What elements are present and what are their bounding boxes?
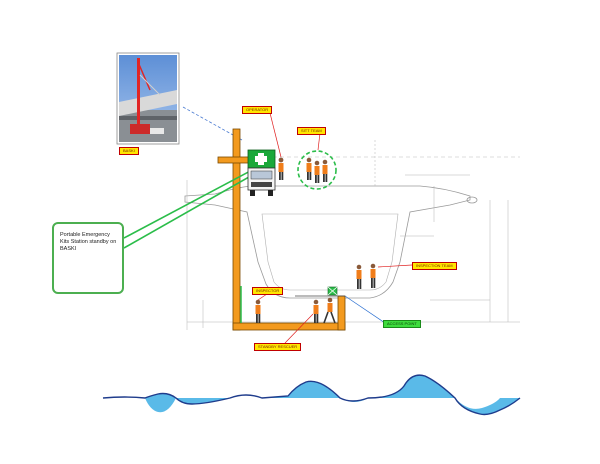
access-point-leader	[344, 295, 386, 324]
sitt-team-circle	[297, 150, 337, 190]
photo-caption-label: BASKI	[119, 147, 139, 155]
worker-inspection-2	[370, 263, 376, 288]
operator-label: OPERATOR	[242, 106, 273, 114]
baski-truck	[247, 149, 276, 196]
worker-sitt-2	[314, 160, 320, 183]
worker-inspection-1	[356, 264, 362, 289]
worker-rope-tech	[323, 297, 336, 324]
worker-sitt-3	[322, 159, 328, 182]
access-point-label: ACCESS POINT	[383, 320, 421, 328]
inspector-label: INSPECTOR	[252, 287, 284, 295]
emergency-kit-text: Portable Emergency Kits Station standby …	[60, 232, 117, 252]
river-profile	[102, 374, 521, 416]
worker-inspector	[255, 299, 261, 323]
worker-standby-rescuer	[313, 299, 319, 323]
workers	[255, 157, 376, 324]
worker-sitt-1	[306, 157, 312, 180]
access-point-marker	[327, 286, 338, 296]
bridge-box-girder	[184, 185, 478, 299]
baski-photo	[116, 52, 180, 145]
worker-operator	[278, 157, 284, 180]
emergency-kit-callout: Portable Emergency Kits Station standby …	[52, 222, 124, 294]
label-leader-lines	[257, 112, 413, 344]
standby-rescuer-label: STANDBY RESCUER	[254, 343, 302, 351]
baski-frame	[217, 128, 346, 331]
photo-leader-line	[182, 106, 243, 141]
sitt-team-label: SITT TEAM	[297, 127, 326, 135]
kit-leader-lines	[123, 167, 257, 249]
inspection-team-label: INSPECTION TEAM	[412, 262, 457, 270]
